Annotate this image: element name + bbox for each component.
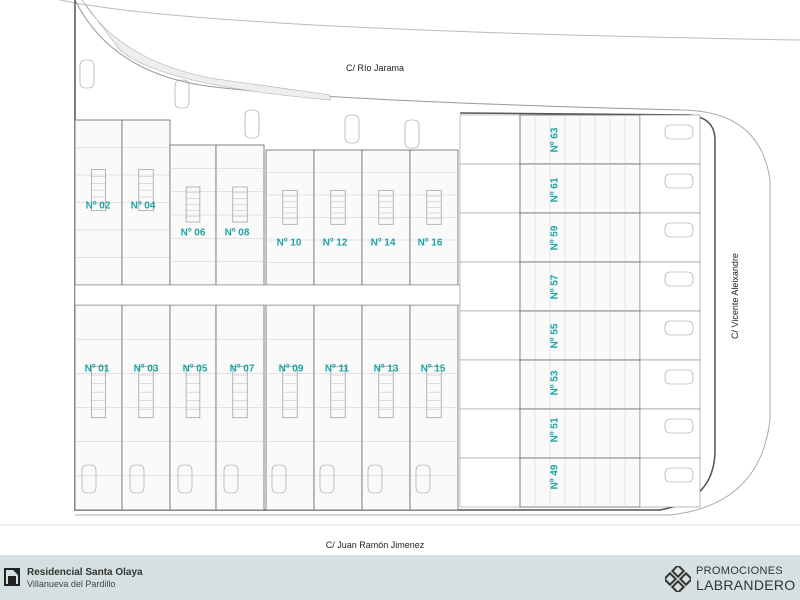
housing-blocks [74,0,716,511]
car [271,464,287,494]
car [244,109,260,139]
parking [639,212,701,263]
unit-label: Nº 49 [549,464,561,490]
hatched-strip [81,0,331,101]
project-location: Villanueva del Pardillo [27,579,116,589]
brand-name-line2: LABRANDERO [696,577,796,593]
unit-label: Nº 14 [370,237,396,249]
car [177,464,193,494]
parking [639,261,701,312]
garden [459,114,521,165]
brand-name-line1: PROMOCIONES [696,565,784,577]
garden [459,359,521,410]
garden [459,310,521,361]
unit-label: Nº 55 [549,323,561,349]
car [664,222,694,238]
car [319,464,335,494]
car [664,271,694,287]
car [664,320,694,336]
unit-label: Nº 09 [278,363,304,375]
garden [459,457,521,508]
unit-label: Nº 13 [373,363,399,375]
car [664,124,694,140]
car [344,114,360,144]
unit-label: Nº 05 [182,363,208,375]
car [174,79,190,109]
street-label-north: C/ Río Jarama [345,63,405,73]
unit-label: Nº 12 [322,237,348,249]
street-label-east: C/ Vicente Aleixandre [730,253,740,339]
car [129,464,145,494]
roads [0,0,800,526]
parking [639,163,701,214]
site-plan [0,0,800,526]
parking [639,114,701,165]
unit-label: Nº 08 [224,227,250,239]
unit-label: Nº 57 [549,274,561,300]
parking [639,408,701,459]
street-label-south: C/ Juan Ramón Jimenez [325,540,425,550]
parking [639,310,701,361]
parking [639,457,701,508]
unit-label: Nº 51 [549,417,561,443]
car [79,59,95,89]
car [664,418,694,434]
car [415,464,431,494]
road-edge [74,0,681,111]
unit-label: Nº 10 [276,237,302,249]
brand-logo-icon [665,566,691,592]
unit-label: Nº 02 [85,200,111,212]
garden [459,212,521,263]
courtyard [74,284,461,306]
unit-label: Nº 04 [130,200,156,212]
unit-label: Nº 53 [549,370,561,396]
unit-label: Nº 61 [549,177,561,203]
car [367,464,383,494]
garden [459,163,521,214]
unit-label: Nº 15 [420,363,446,375]
unit-label: Nº 59 [549,225,561,251]
unit-label: Nº 63 [549,127,561,153]
car [81,464,97,494]
garden [459,408,521,459]
car [664,369,694,385]
unit-label: Nº 16 [417,237,443,249]
car [664,173,694,189]
car [664,467,694,483]
unit-label: Nº 07 [229,363,255,375]
car [404,119,420,149]
road-edge [59,0,800,41]
garden [459,261,521,312]
project-logo-icon [4,568,20,586]
project-title: Residencial Santa Olaya [27,567,143,578]
parking [639,359,701,410]
unit-label: Nº 01 [84,363,110,375]
unit-label: Nº 03 [133,363,159,375]
footer-bar: Residencial Santa Olaya Villanueva del P… [0,555,800,600]
car [223,464,239,494]
unit-label: Nº 06 [180,227,206,239]
road-edge [669,109,771,516]
unit-label: Nº 11 [324,363,350,375]
